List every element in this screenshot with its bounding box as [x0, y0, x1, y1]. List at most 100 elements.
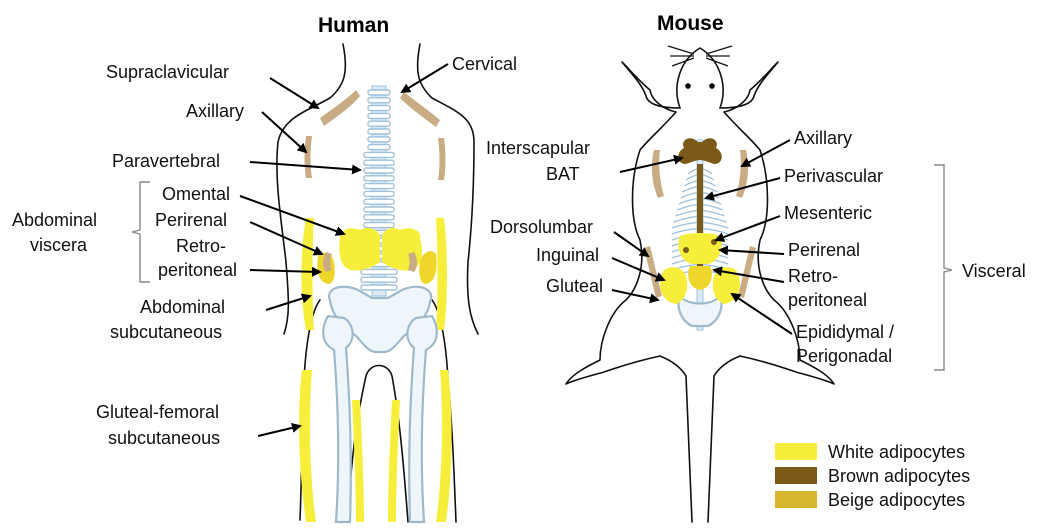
label-retro-line1-mouse: Retro- — [788, 266, 838, 286]
arrow-cervical — [402, 64, 448, 92]
human-retroperitoneal-fat-right — [419, 251, 436, 284]
human-gluteal-femoral-fat-left — [299, 370, 316, 522]
vertebra — [361, 269, 397, 274]
arrow-gluteal-femoral — [258, 426, 300, 436]
arrow-axillary-mouse — [742, 140, 790, 166]
vertebra — [368, 137, 390, 142]
label-abdominal-subcut-line2: subcutaneous — [110, 322, 222, 342]
label-mesenteric: Mesenteric — [784, 203, 872, 223]
vertebra — [364, 184, 394, 189]
human-axillary-fat-right — [438, 138, 446, 180]
human-figure — [277, 44, 478, 522]
human-supraclavicular-fat-left — [320, 90, 360, 126]
arrow-gluteal — [612, 290, 658, 300]
human-title: Human — [318, 14, 389, 37]
mouse-perirenal-dot-left — [683, 247, 689, 253]
label-inguinal: Inguinal — [536, 245, 599, 265]
arrow-epididymal — [732, 294, 792, 334]
abdominal-viscera-brace — [132, 182, 150, 282]
vertebra — [368, 90, 390, 95]
label-gluteal: Gluteal — [546, 276, 603, 296]
mouse-inguinal-fat — [660, 267, 687, 304]
label-perirenal-human: Perirenal — [155, 210, 227, 230]
vertebra — [368, 145, 390, 150]
human-thigh-fat-inner-right — [388, 400, 400, 522]
label-perirenal-mouse: Perirenal — [788, 240, 860, 260]
arrow-axillary-human — [262, 112, 306, 152]
vertebra — [368, 113, 390, 118]
mouse-head-outline — [677, 48, 723, 108]
label-gluteal-femoral-line1: Gluteal-femoral — [96, 402, 219, 422]
mouse-rib — [700, 216, 726, 222]
vertebra — [364, 168, 394, 173]
human-cervical-fat-right — [400, 92, 440, 127]
mouse-eye-left — [685, 83, 691, 89]
human-thigh-fat-inner-left — [352, 400, 364, 522]
vertebra — [364, 160, 394, 165]
mouse-retroperitoneal-fat — [688, 266, 712, 290]
arrow-mesenteric — [716, 216, 780, 240]
vertebra — [364, 199, 394, 204]
vertebra — [368, 106, 390, 111]
human-axillary-fat-left — [305, 136, 313, 178]
label-axillary-mouse: Axillary — [794, 128, 852, 148]
human-femur-right — [407, 316, 436, 522]
mouse-rib — [700, 222, 728, 228]
mouse-axillary-fat-left — [652, 150, 664, 198]
label-dorsolumbar: Dorsolumbar — [490, 217, 593, 237]
vertebra — [364, 152, 394, 157]
arrow-interscapular — [620, 158, 682, 172]
mouse-rib — [700, 228, 728, 234]
label-perivascular: Perivascular — [784, 166, 883, 186]
mouse-eye-right — [709, 83, 715, 89]
label-visceral: Visceral — [962, 261, 1026, 281]
vertebra — [364, 176, 394, 181]
legend-swatch-brown — [775, 467, 817, 484]
mouse-rib — [675, 210, 700, 216]
mouse-whiskers — [668, 46, 732, 66]
human-abdominal-subcut-fat-left — [302, 218, 315, 330]
mouse-rib — [672, 228, 700, 234]
legend-label-brown: Brown adipocytes — [828, 466, 970, 486]
mouse-labels: Interscapular BAT Axillary Perivascular … — [486, 128, 1026, 370]
legend-swatch-beige — [775, 491, 817, 508]
vertebra — [361, 277, 397, 282]
label-interscapular-line1: Interscapular — [486, 138, 590, 158]
mouse-rib — [672, 222, 700, 228]
label-retro-line2-mouse: peritoneal — [788, 290, 867, 310]
label-epididymal-line2: Perigonadal — [796, 346, 892, 366]
label-abdominal-viscera-line2: viscera — [30, 235, 88, 255]
label-abdominal-subcut-line1: Abdominal — [140, 297, 225, 317]
visceral-brace — [934, 165, 952, 370]
vertebra — [364, 207, 394, 212]
mouse-axillary-fat-right — [736, 150, 748, 198]
label-retro-line2-human: peritoneal — [158, 260, 237, 280]
human-omental-fat — [339, 228, 380, 271]
vertebra — [364, 215, 394, 220]
label-supraclavicular: Supraclavicular — [106, 62, 229, 82]
vertebra — [364, 191, 394, 196]
human-abdominal-subcut-fat-right — [436, 218, 447, 330]
label-cervical: Cervical — [452, 54, 517, 74]
label-epididymal-line1: Epididymal / — [796, 322, 894, 342]
mouse-dorsolumbar-fat-right — [738, 246, 756, 298]
label-gluteal-femoral-line2: subcutaneous — [108, 428, 220, 448]
arrow-dorsolumbar — [614, 232, 648, 256]
vertebra — [368, 98, 390, 103]
legend-swatch-white — [775, 443, 817, 460]
vertebra — [368, 129, 390, 134]
vertebra — [368, 121, 390, 126]
mouse-rib — [700, 210, 725, 216]
arrow-supraclavicular — [270, 78, 318, 108]
label-retro-line1-human: Retro- — [176, 236, 226, 256]
label-paravertebral: Paravertebral — [112, 151, 220, 171]
arrow-omental — [240, 196, 344, 234]
legend-label-white: White adipocytes — [828, 442, 965, 462]
label-omental: Omental — [162, 184, 230, 204]
label-abdominal-viscera-line1: Abdominal — [12, 210, 97, 230]
human-gluteal-femoral-fat-right — [436, 370, 452, 522]
legend-label-beige: Beige adipocytes — [828, 490, 965, 510]
mouse-title: Mouse — [657, 12, 724, 35]
label-interscapular-line2: BAT — [546, 164, 580, 184]
